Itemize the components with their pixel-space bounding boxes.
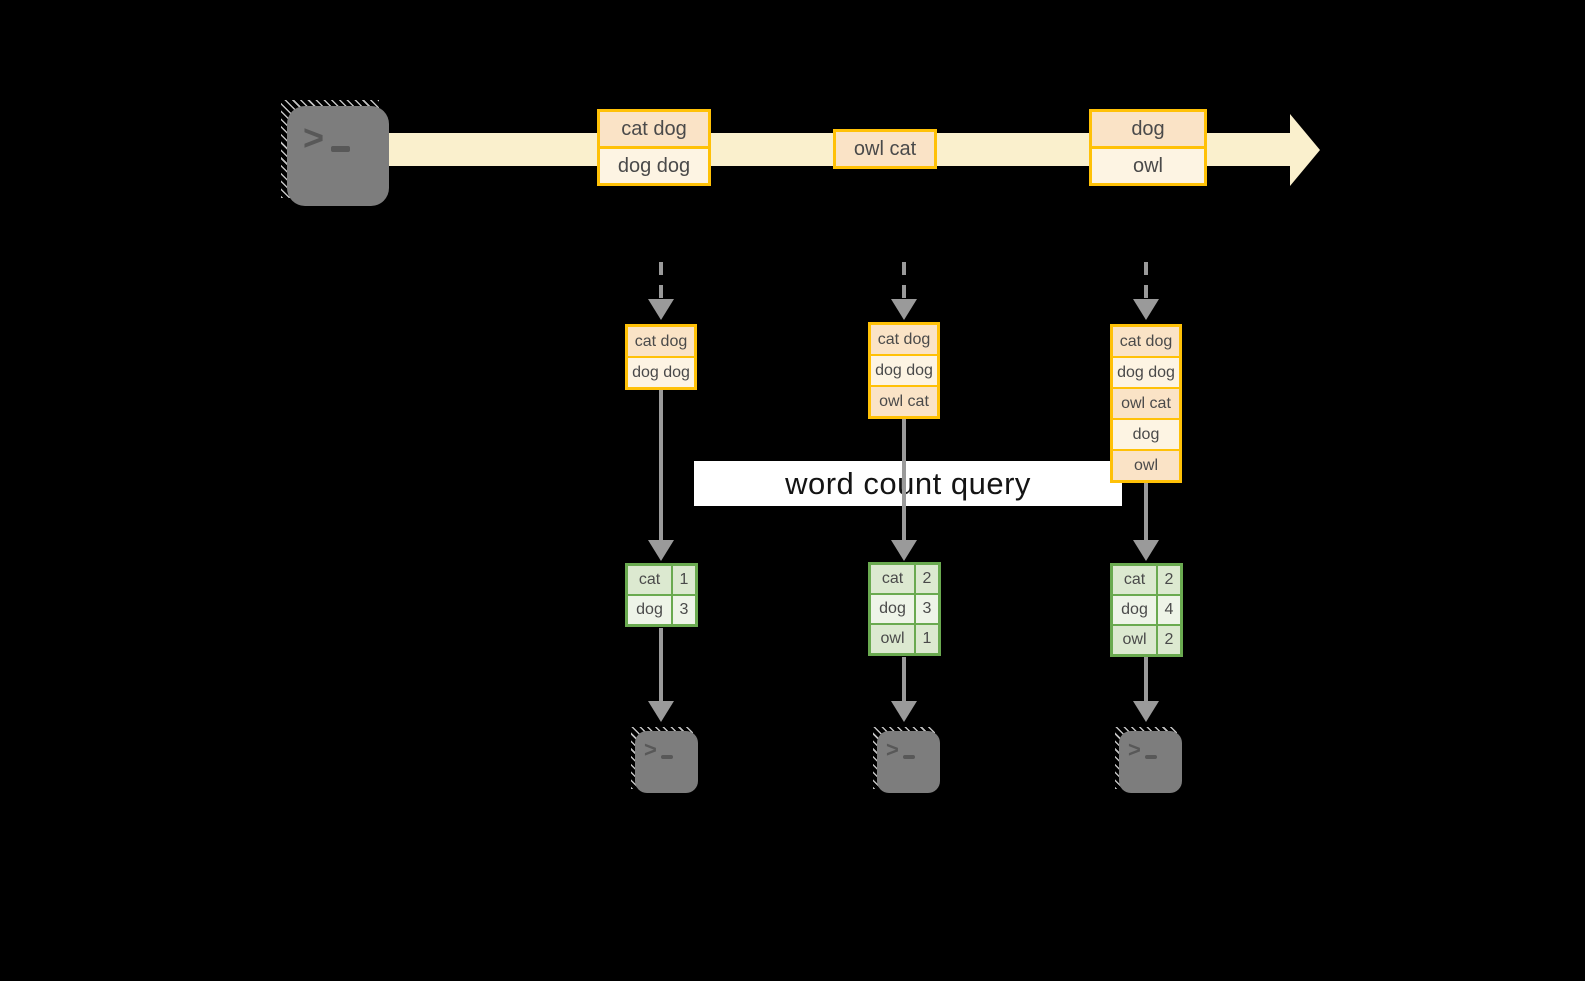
count-cell: 1: [916, 625, 938, 653]
record-cell: cat dog: [1113, 327, 1179, 356]
query-arrow-head: [891, 540, 917, 561]
count-cell: 2: [916, 565, 938, 593]
dashed-arrow-head: [648, 299, 674, 320]
record-cell: cat dog: [628, 327, 694, 356]
sink-arrow-head: [1133, 701, 1159, 722]
record-cell: owl: [1092, 149, 1204, 183]
record-cell: owl: [1113, 451, 1179, 480]
record-cell: cat dog: [871, 325, 937, 354]
word-cell: owl: [1113, 626, 1156, 654]
terminal-body: >: [635, 731, 698, 793]
query-arrow-head: [648, 540, 674, 561]
terminal-prompt-glyph: >: [644, 737, 657, 762]
record-cell: dog dog: [600, 149, 708, 183]
terminal-cursor-glyph: [660, 755, 673, 759]
terminal-body: >: [287, 106, 389, 206]
sink-arrow-head: [891, 701, 917, 722]
sink-arrow-shaft: [1144, 657, 1148, 702]
word-cell: cat: [628, 566, 671, 594]
record-cell: dog: [1113, 420, 1179, 449]
dashed-arrow-shaft: [1144, 262, 1148, 300]
terminal-cursor-glyph: [331, 146, 351, 152]
query-arrow-shaft: [902, 418, 906, 541]
word-cell: owl: [871, 625, 914, 653]
sink-arrow-head: [648, 701, 674, 722]
word-cell: dog: [871, 595, 914, 623]
terminal-cursor-glyph: [902, 755, 915, 759]
record-cell: dog dog: [871, 356, 937, 385]
record-cell: owl cat: [1113, 389, 1179, 418]
stream-batch-2: owl cat: [833, 129, 937, 169]
terminal-prompt-glyph: >: [886, 737, 899, 762]
word-cell: cat: [1113, 566, 1156, 594]
count-cell: 3: [673, 596, 695, 624]
terminal-body: >: [1119, 731, 1182, 793]
query-banner-label: word count query: [785, 465, 1031, 501]
count-cell: 3: [916, 595, 938, 623]
count-cell: 2: [1158, 566, 1180, 594]
record-cell: dog dog: [628, 358, 694, 387]
count-cell: 4: [1158, 596, 1180, 624]
terminal-prompt-glyph: >: [1128, 737, 1141, 762]
sink-terminal-icon: >: [631, 727, 698, 793]
query-arrow-shaft: [1144, 482, 1148, 541]
word-cell: dog: [628, 596, 671, 624]
stream-arrow-head: [1290, 114, 1320, 186]
word-cell: dog: [1113, 596, 1156, 624]
word-cell: cat: [871, 565, 914, 593]
dashed-arrow-head: [1133, 299, 1159, 320]
terminal-body: >: [877, 731, 940, 793]
count-cell: 1: [673, 566, 695, 594]
terminal-prompt-glyph: >: [303, 117, 325, 158]
record-cell: dog dog: [1113, 358, 1179, 387]
sink-terminal-icon: >: [873, 727, 940, 793]
dashed-arrow-head: [891, 299, 917, 320]
dashed-arrow-shaft: [659, 262, 663, 300]
record-cell: cat dog: [600, 112, 708, 146]
terminal-cursor-glyph: [1144, 755, 1157, 759]
sink-arrow-shaft: [659, 628, 663, 702]
record-cell: owl cat: [871, 387, 937, 416]
sink-arrow-shaft: [902, 657, 906, 702]
sink-terminal-icon: >: [1115, 727, 1182, 793]
query-arrow-head: [1133, 540, 1159, 561]
query-banner: word count query: [694, 461, 1122, 506]
record-cell: owl cat: [836, 132, 934, 166]
query-arrow-shaft: [659, 389, 663, 541]
dashed-arrow-shaft: [902, 262, 906, 300]
count-cell: 2: [1158, 626, 1180, 654]
source-terminal-icon: >: [281, 100, 389, 206]
record-cell: dog: [1092, 112, 1204, 146]
